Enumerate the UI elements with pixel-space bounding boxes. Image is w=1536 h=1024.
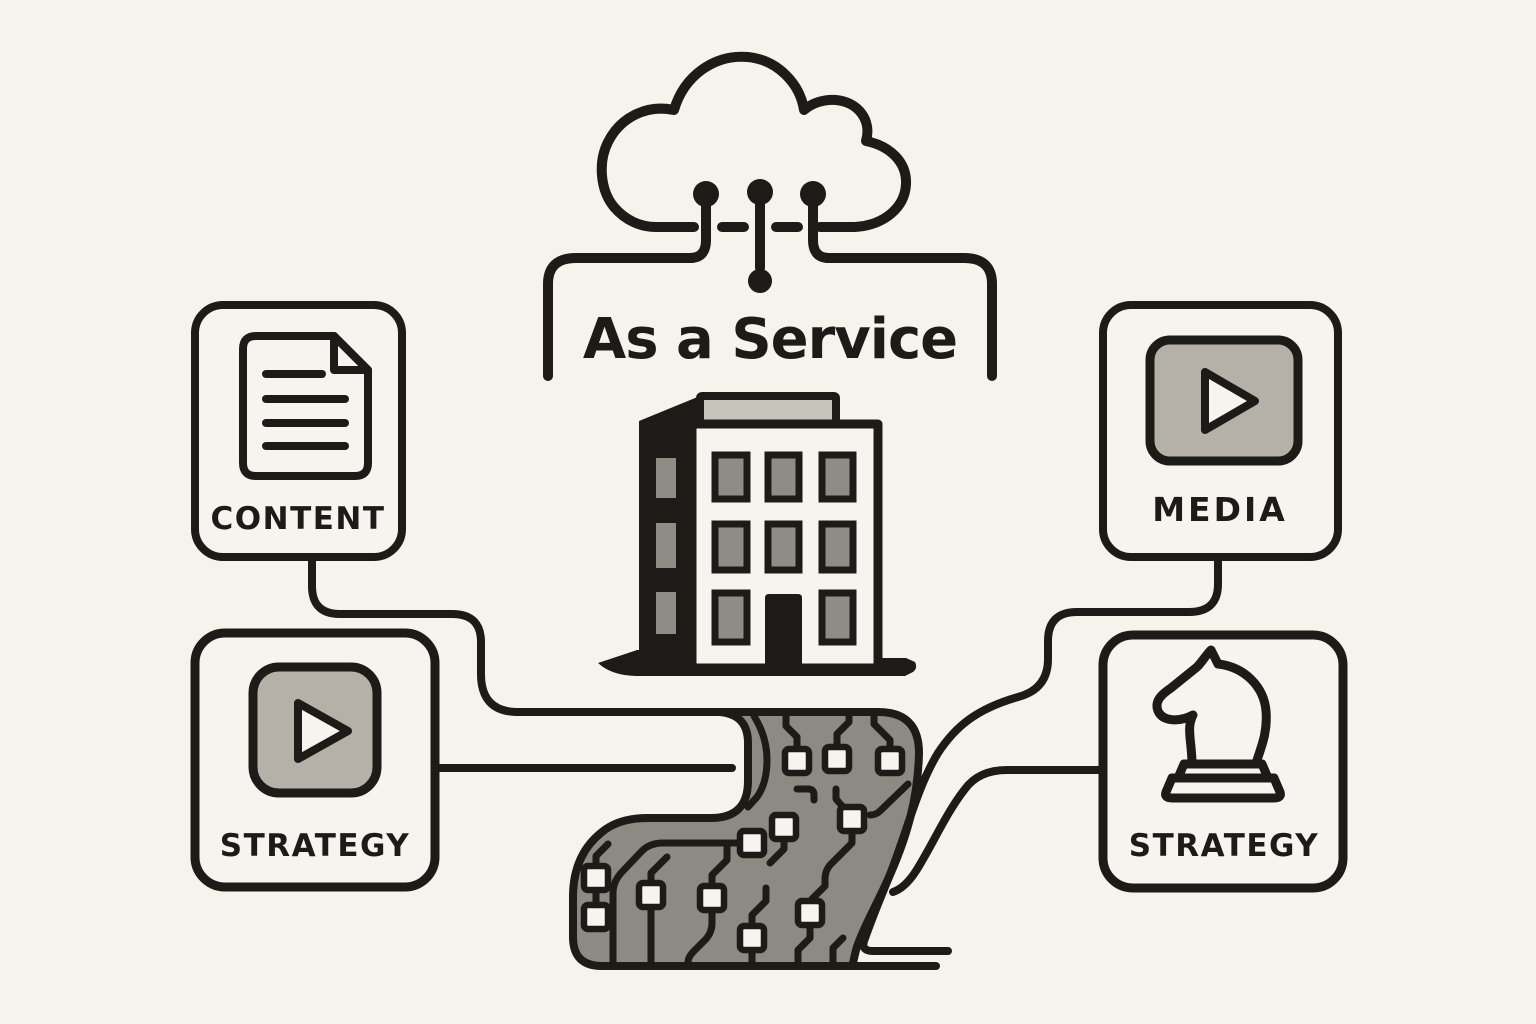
circuit-node (736, 827, 768, 859)
play-triangle (1201, 368, 1259, 434)
window (818, 451, 857, 503)
circuit-node (874, 745, 906, 777)
dot (693, 181, 719, 207)
media-label: MEDIA (1152, 490, 1288, 529)
document-folded-corner (330, 332, 372, 374)
connector-strategy-right (889, 766, 1109, 896)
circuit-node (821, 743, 853, 775)
dot (800, 181, 826, 207)
strategy-left-card: STRATEGY (190, 628, 440, 892)
circuit-traces (592, 710, 912, 966)
media-card: MEDIA (1099, 301, 1342, 561)
strategy-right-label: STRATEGY (1129, 828, 1319, 864)
video-player-icon (1145, 335, 1303, 466)
window (764, 451, 803, 503)
dot (747, 179, 773, 205)
cloud-icon (543, 51, 997, 381)
content-card: CONTENT (191, 301, 406, 561)
chess-knight-icon (1152, 645, 1285, 803)
circuit-node (580, 862, 612, 894)
building-door (765, 594, 802, 668)
window (711, 520, 751, 574)
cloud-connection-dots (693, 179, 826, 293)
building-side-windows (656, 458, 676, 634)
strategy-left-label: STRATEGY (220, 828, 410, 864)
knight-base-foot (1161, 773, 1285, 803)
window (656, 458, 676, 498)
building-front-windows (711, 451, 857, 646)
play-button-icon (248, 662, 382, 798)
window (656, 592, 676, 634)
dot (748, 269, 772, 293)
content-label: CONTENT (211, 501, 386, 537)
document-text-lines (262, 370, 349, 450)
river-left-bank (569, 708, 940, 970)
window (818, 589, 857, 646)
circuit-node (794, 897, 826, 929)
circuit-river (573, 710, 919, 966)
cloud-outline (596, 51, 911, 232)
circuit-node (580, 901, 612, 933)
document-icon (239, 332, 372, 480)
circuit-node (696, 882, 728, 914)
page-title: As a Service (583, 307, 957, 372)
window (711, 451, 751, 503)
building-icon (598, 392, 917, 676)
connectors (308, 553, 1222, 970)
knight-head (1152, 645, 1271, 769)
window (656, 523, 676, 568)
window (764, 520, 803, 574)
circuit-node (768, 811, 800, 843)
circuit-node (736, 922, 768, 954)
document-sheet (239, 332, 372, 480)
window (711, 589, 751, 646)
connector-media-to-river (859, 554, 1222, 955)
play-triangle (294, 699, 352, 763)
window (818, 520, 857, 574)
circuit-node (781, 745, 813, 777)
circuit-node (836, 803, 868, 835)
strategy-right-card: STRATEGY (1098, 630, 1348, 893)
cloud-drop-lines (543, 200, 997, 381)
circuit-node (635, 879, 667, 911)
circuit-nodes (580, 743, 906, 954)
